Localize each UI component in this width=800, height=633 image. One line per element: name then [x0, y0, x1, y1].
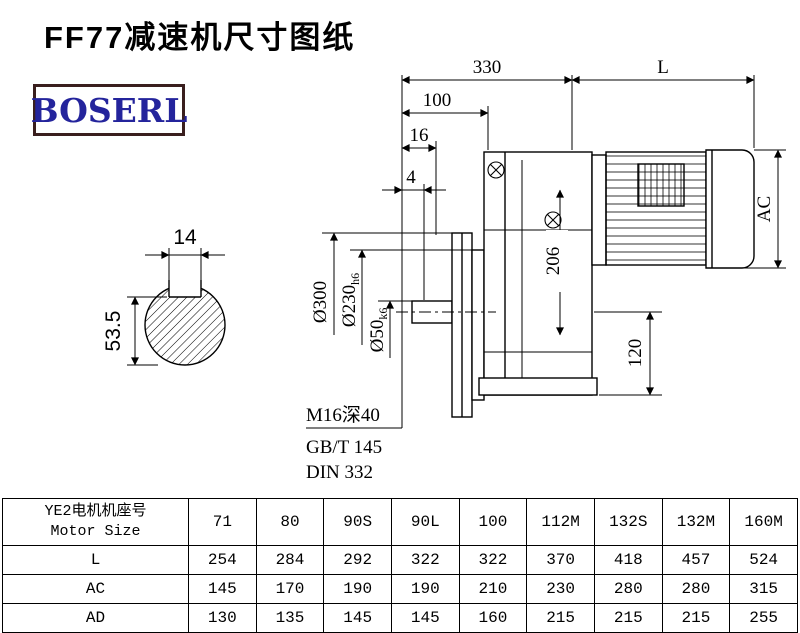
- col-header: 90S: [323, 498, 392, 546]
- dim-100-label: 100: [423, 90, 452, 111]
- note-din-label: DIN 332: [306, 462, 373, 483]
- dim-53-5-label: 53.5: [102, 311, 125, 352]
- cell: 315: [729, 574, 798, 604]
- col-header: 80: [255, 498, 325, 546]
- cell: 145: [390, 603, 460, 633]
- fan-cover: [705, 149, 755, 269]
- brand-logo: BOSERL: [31, 84, 187, 136]
- cell: 292: [323, 545, 392, 575]
- col-header: 100: [458, 498, 528, 546]
- cell: 215: [593, 603, 663, 633]
- cell: 284: [255, 545, 325, 575]
- dim-206-label: 206: [543, 247, 564, 276]
- dim-AC-label: AC: [754, 196, 775, 222]
- motor-stator-block: [637, 163, 685, 207]
- col-header: 112M: [526, 498, 595, 546]
- col-header: 132M: [661, 498, 731, 546]
- note-gbt-label: GB/T 145: [306, 437, 382, 458]
- table-row-AD: AD 130 135 145 145 160 215 215 215 255: [2, 603, 798, 633]
- cell: 190: [323, 574, 392, 604]
- table-row-AC: AC 145 170 190 190 210 230 280 280 315: [2, 574, 798, 604]
- table-row-L: L 254 284 292 322 322 370 418 457 524: [2, 545, 798, 575]
- cell: 524: [729, 545, 798, 575]
- shaft-dimensions: 14 53.5: [102, 226, 225, 366]
- dim-120-label: 120: [625, 339, 646, 368]
- technical-drawing-svg: 14 53.5: [102, 57, 786, 483]
- table-header-row: YE2电机机座号 Motor Size 71 80 90S 90L 100 11…: [2, 498, 798, 546]
- cell: 215: [526, 603, 595, 633]
- col-header: 160M: [729, 498, 798, 546]
- motor-size-header-en: Motor Size: [50, 523, 141, 540]
- dim-L-label: L: [657, 57, 669, 78]
- cell: 230: [526, 574, 595, 604]
- cell: 170: [255, 574, 325, 604]
- dim-16-label: 16: [410, 125, 429, 146]
- cell: 280: [661, 574, 731, 604]
- note-m16-label: M16深40: [306, 404, 380, 426]
- cell: 370: [526, 545, 595, 575]
- cell: 130: [188, 603, 257, 633]
- page-title: FF77减速机尺寸图纸: [44, 20, 356, 55]
- screw-symbol-top: [487, 161, 505, 179]
- cell: 210: [458, 574, 528, 604]
- dimension-table: YE2电机机座号 Motor Size 71 80 90S 90L 100 11…: [2, 498, 798, 633]
- cell: 322: [390, 545, 460, 575]
- cell: 418: [593, 545, 663, 575]
- col-header: 132S: [593, 498, 663, 546]
- cell: 255: [729, 603, 798, 633]
- cell: 215: [661, 603, 731, 633]
- motor-size-header-cn: YE2电机机座号: [44, 502, 147, 520]
- dim-330-label: 330: [473, 57, 502, 78]
- cell: 135: [255, 603, 325, 633]
- cell: 280: [593, 574, 663, 604]
- reducer-outline: [396, 149, 755, 418]
- row-label: AD: [2, 603, 189, 633]
- cell: 145: [323, 603, 392, 633]
- dim-dia230h6-label: Ø230h6: [339, 273, 362, 327]
- screw-symbol-mid: [544, 211, 562, 229]
- col-header: 71: [188, 498, 257, 546]
- cell: 254: [188, 545, 257, 575]
- dim-dia300-label: Ø300: [310, 281, 331, 323]
- drawing-area: 14 53.5: [31, 20, 786, 483]
- col-header: 90L: [390, 498, 460, 546]
- gearbox-housing: [483, 151, 593, 396]
- cell: 145: [188, 574, 257, 604]
- cell: 160: [458, 603, 528, 633]
- dim-dia50k6-label: Ø50k6: [367, 308, 390, 353]
- motor-size-header-cell: YE2电机机座号 Motor Size: [2, 498, 189, 546]
- main-dimensions: 330 L 100 16 4 AC 2: [306, 57, 786, 483]
- row-label: L: [2, 545, 189, 575]
- shaft-cross-section-view: [144, 280, 226, 366]
- dim-14-label: 14: [173, 226, 197, 249]
- dim-4-label: 4: [406, 167, 416, 188]
- cell: 457: [661, 545, 731, 575]
- cell: 322: [458, 545, 528, 575]
- cell: 190: [390, 574, 460, 604]
- row-label: AC: [2, 574, 189, 604]
